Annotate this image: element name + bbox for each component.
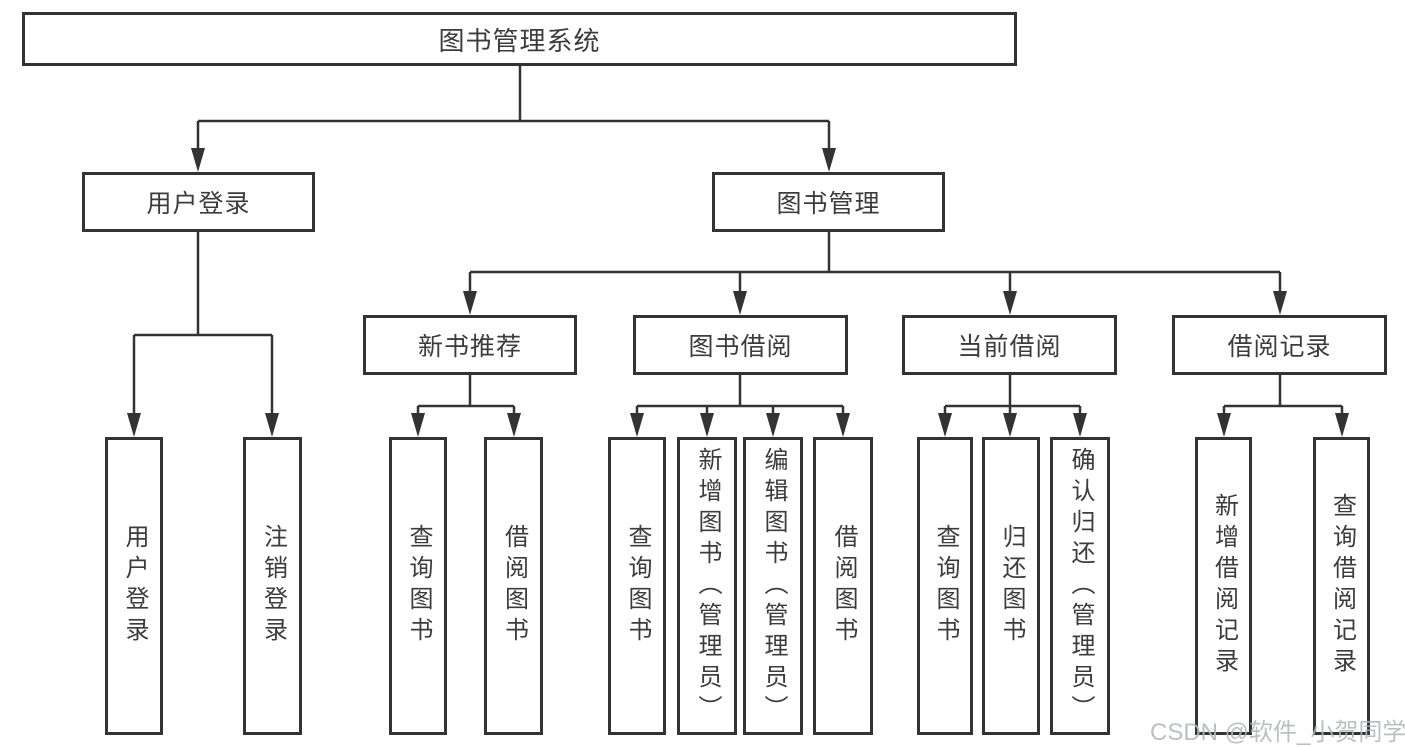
node-confirm-return-admin: 确认归还（管理员） xyxy=(1050,437,1110,735)
connector-user-login-to-leaves xyxy=(132,232,274,425)
node-label: 归还图书 xyxy=(998,524,1025,648)
node-logout: 注销登录 xyxy=(243,437,302,735)
node-label: 新增图书（管理员） xyxy=(694,446,721,726)
node-query-books-recommendation: 查询图书 xyxy=(389,437,447,735)
node-query-books-current: 查询图书 xyxy=(917,437,973,735)
node-label: 新增借阅记录 xyxy=(1210,493,1238,679)
node-label: 确认归还（管理员） xyxy=(1067,446,1094,726)
node-borrowing-records: 借阅记录 xyxy=(1172,315,1387,375)
node-query-books-borrowing: 查询图书 xyxy=(608,437,666,735)
node-borrow-books-leaf: 借阅图书 xyxy=(813,437,873,735)
arrowhead xyxy=(191,148,205,172)
node-label: 查询图书 xyxy=(624,524,651,648)
arrowhead xyxy=(1217,413,1231,437)
node-label: 借阅图书 xyxy=(500,524,528,648)
node-label: 查询图书 xyxy=(932,524,959,648)
node-label: 图书管理系统 xyxy=(438,25,601,56)
connector-root-to-level2 xyxy=(196,66,831,160)
node-label: 查询借阅记录 xyxy=(1328,493,1356,679)
node-query-borrowing-record: 查询借阅记录 xyxy=(1313,437,1370,735)
arrowhead xyxy=(630,413,644,437)
node-user-login-group: 用户登录 xyxy=(82,172,315,232)
arrowhead xyxy=(1003,291,1017,315)
node-label: 查询图书 xyxy=(405,524,432,648)
arrowheads xyxy=(127,148,1349,437)
node-current-borrowing: 当前借阅 xyxy=(902,315,1117,375)
arrowhead xyxy=(836,413,850,437)
arrowhead xyxy=(127,413,141,437)
node-book-borrowing: 图书借阅 xyxy=(633,315,848,375)
node-label: 新书推荐 xyxy=(417,333,522,361)
arrowhead xyxy=(1003,413,1017,437)
node-label: 图书管理 xyxy=(776,190,881,218)
node-label: 借阅图书 xyxy=(830,524,857,648)
node-label: 借阅记录 xyxy=(1227,333,1332,361)
watermark: CSDN @软件_小贺同学 xyxy=(1150,719,1405,746)
node-add-books-admin: 新增图书（管理员） xyxy=(677,437,737,735)
connector-book-management-to-level3 xyxy=(468,232,1282,303)
node-label: 编辑图书（管理员） xyxy=(760,446,787,726)
node-label: 当前借阅 xyxy=(957,333,1062,361)
node-label: 注销登录 xyxy=(259,524,287,648)
node-return-books: 归还图书 xyxy=(982,437,1040,735)
node-borrow-books-recommendation: 借阅图书 xyxy=(484,437,543,735)
node-new-book-recommendation: 新书推荐 xyxy=(363,315,577,375)
node-library-management-system: 图书管理系统 xyxy=(22,12,1017,66)
arrowhead xyxy=(700,413,714,437)
arrowhead xyxy=(766,413,780,437)
arrowhead xyxy=(1273,291,1287,315)
node-label: 用户登录 xyxy=(121,524,148,648)
arrowhead xyxy=(411,413,425,437)
arrowhead xyxy=(265,413,279,437)
arrowhead xyxy=(463,291,477,315)
arrowhead xyxy=(1335,413,1349,437)
node-label: 用户登录 xyxy=(146,190,251,218)
connector-borrowing-records-to-leaves xyxy=(1222,375,1344,425)
node-edit-books-admin: 编辑图书（管理员） xyxy=(743,437,803,735)
arrowhead xyxy=(1073,413,1087,437)
arrowhead xyxy=(507,413,521,437)
connector-new-book-recommendation-to-leaves xyxy=(416,375,516,425)
arrowhead xyxy=(938,413,952,437)
node-label: 图书借阅 xyxy=(688,333,793,361)
arrowhead xyxy=(733,291,747,315)
arrowhead xyxy=(822,148,836,172)
connector-book-borrowing-to-leaves xyxy=(635,375,845,425)
node-user-login-leaf: 用户登录 xyxy=(105,437,163,735)
node-book-management: 图书管理 xyxy=(712,172,945,232)
node-add-borrowing-record: 新增借阅记录 xyxy=(1195,437,1252,735)
